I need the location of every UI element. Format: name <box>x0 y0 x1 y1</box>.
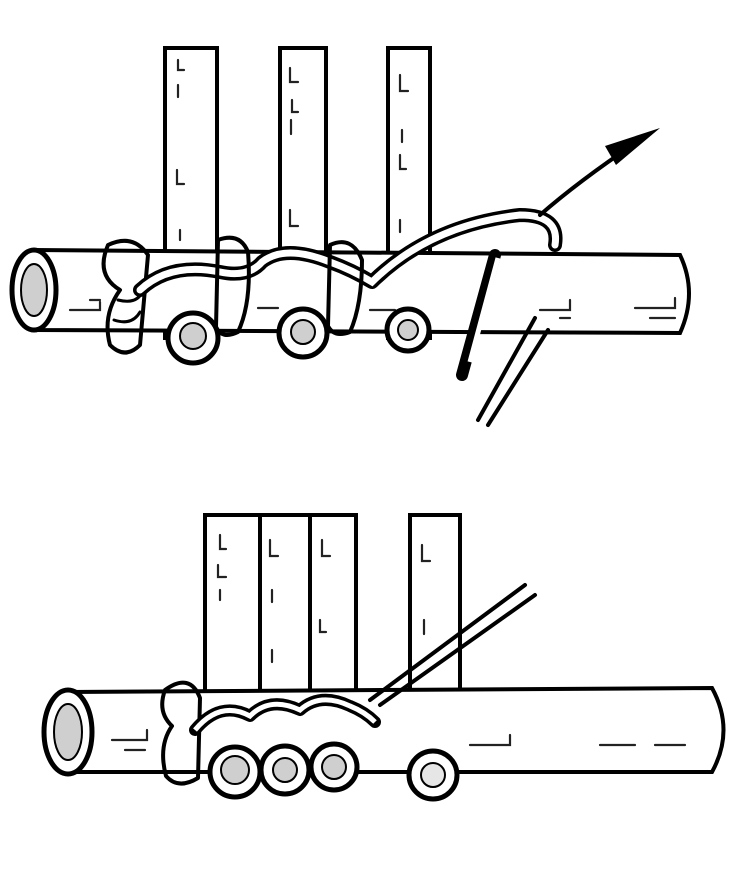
figure-2-stake-ends <box>207 741 460 802</box>
figure-2-lashing-step-two <box>41 513 726 802</box>
direction-arrow-icon <box>605 128 660 165</box>
figure-1-rope <box>101 128 660 427</box>
figure-1-stake-ends <box>165 306 432 366</box>
figure-2-rope <box>189 694 381 736</box>
figure-1-lashing-step-one <box>9 46 691 427</box>
